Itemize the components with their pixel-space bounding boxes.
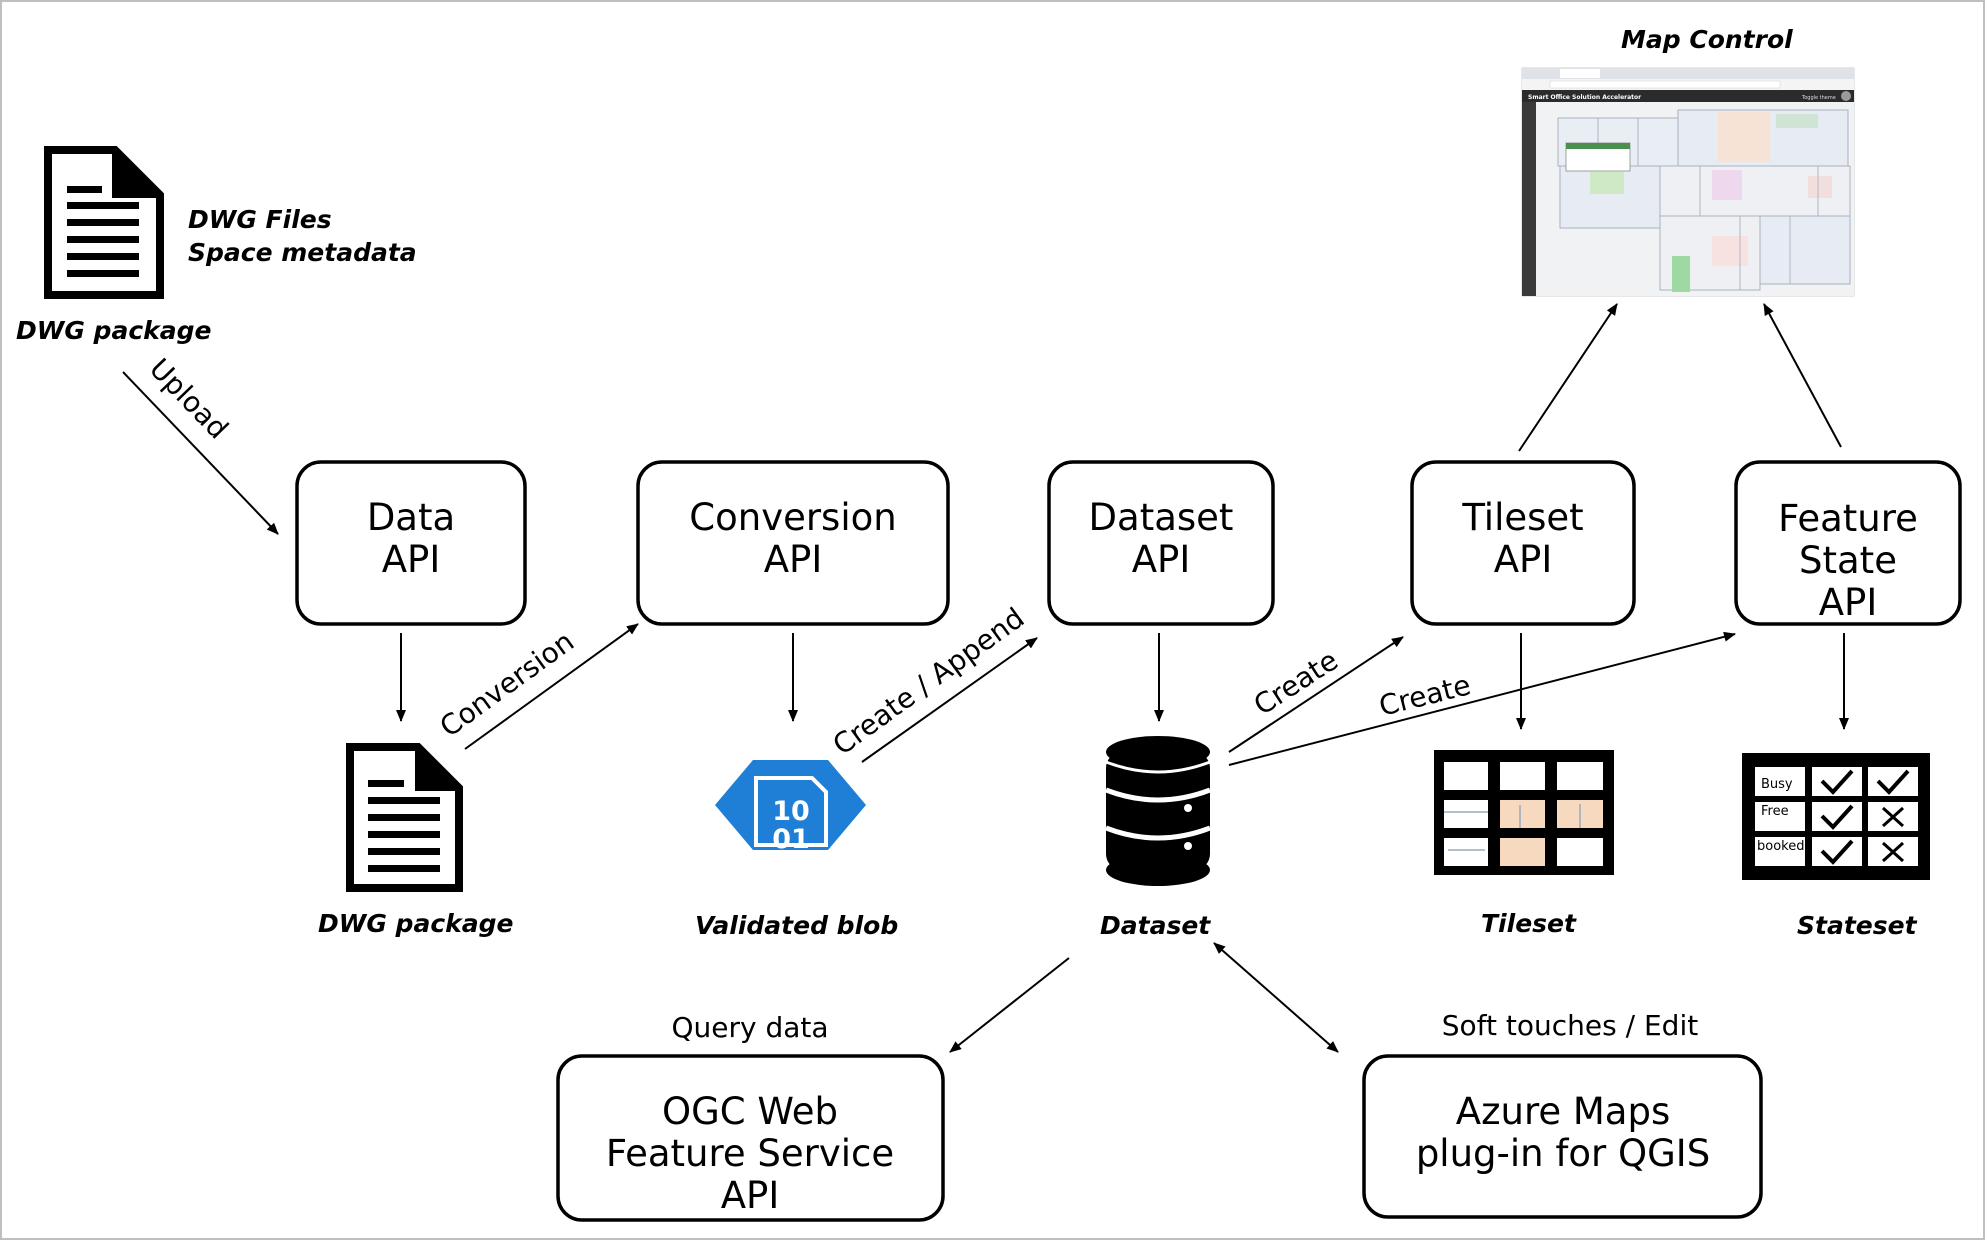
qgis-plugin-line2: plug-in for QGIS [1416,1132,1710,1175]
stateset-caption: Stateset [1797,911,1918,940]
tileset-api-box [1410,460,1636,626]
tileset-grid-icon [1434,750,1614,875]
dwg-files-caption: DWG Files [188,205,332,234]
conversion-label: Conversion [434,625,580,744]
conversion-api-line1: Conversion [689,496,896,539]
soft-touches-label: Soft touches / Edit [1442,1009,1698,1042]
upload-arrow [122,371,279,535]
dwg-package-document-icon [44,146,164,299]
upload-label: Upload [143,352,235,445]
create-tileset-label: Create [1248,644,1344,722]
data-api-line1: Data [367,496,455,539]
map-control-caption: Map Control [1621,25,1793,54]
create-stateset-arrow [1228,631,1736,766]
feature-state-api-box [1734,460,1962,626]
dataset-caption: Dataset [1100,911,1211,940]
feature-state-api-line2: State [1799,539,1897,582]
conversion-api-box [636,460,950,626]
dwg-package-mid-document-icon [346,743,463,892]
check-icon [1820,804,1854,830]
stateset-row-busy: Busy [1761,777,1793,792]
validated-blob-icon: 10 01 [715,760,866,855]
feature-state-api-line3: API [1819,581,1878,624]
dataset-api-line1: Dataset [1089,496,1234,539]
data-api-line2: API [382,538,441,581]
data-api-box [295,460,527,626]
stateset-row-free: Free [1761,804,1789,819]
ogc-wfs-api-box [556,1054,945,1222]
dwg-package-top-caption: DWG package [16,316,211,345]
check-icon [1820,839,1854,865]
check-icon [1820,769,1854,795]
dataset-api-box [1047,460,1275,626]
ogc-wfs-api-line1: OGC Web [662,1090,838,1133]
cross-icon [1881,841,1905,863]
ogc-wfs-api-line2: Feature Service [606,1132,894,1175]
query-data-arrow [949,957,1070,1053]
qgis-plugin-line1: Azure Maps [1456,1090,1670,1133]
conversion-arrow [464,623,639,750]
validated-blob-caption: Validated blob [695,911,898,940]
soft-touches-arrow [1213,942,1339,1053]
tileset-to-map-arrow [1518,303,1618,452]
blob-bits-line1: 10 [772,796,810,827]
dataset-database-icon [1105,736,1211,886]
conversion-api-line2: API [764,538,823,581]
tileset-api-line2: API [1494,538,1553,581]
stateset-row-booked: booked [1757,839,1804,854]
map-control-screenshot: Smart Office Solution Accelerator Toggle… [1521,67,1855,297]
map-toggle-theme: Toggle theme [1801,95,1836,101]
qgis-plugin-box [1362,1054,1763,1219]
create-append-arrow [861,637,1038,763]
query-data-label: Query data [671,1011,828,1044]
dwg-package-mid-caption: DWG package [318,909,513,938]
create-tileset-arrow [1228,636,1404,753]
cross-icon [1881,806,1905,828]
dataset-api-line2: API [1132,538,1191,581]
map-app-title: Smart Office Solution Accelerator [1528,94,1641,101]
stateset-table-icon: Busy Free booked [1742,753,1930,880]
tileset-api-line1: Tileset [1461,496,1583,539]
blob-bits-line2: 01 [772,824,810,855]
check-icon [1876,769,1910,795]
ogc-wfs-api-line3: API [721,1174,780,1217]
feature-state-to-map-arrow [1763,303,1842,448]
tileset-caption: Tileset [1481,909,1577,938]
space-metadata-caption: Space metadata [188,238,417,267]
feature-state-api-line1: Feature [1778,497,1918,540]
